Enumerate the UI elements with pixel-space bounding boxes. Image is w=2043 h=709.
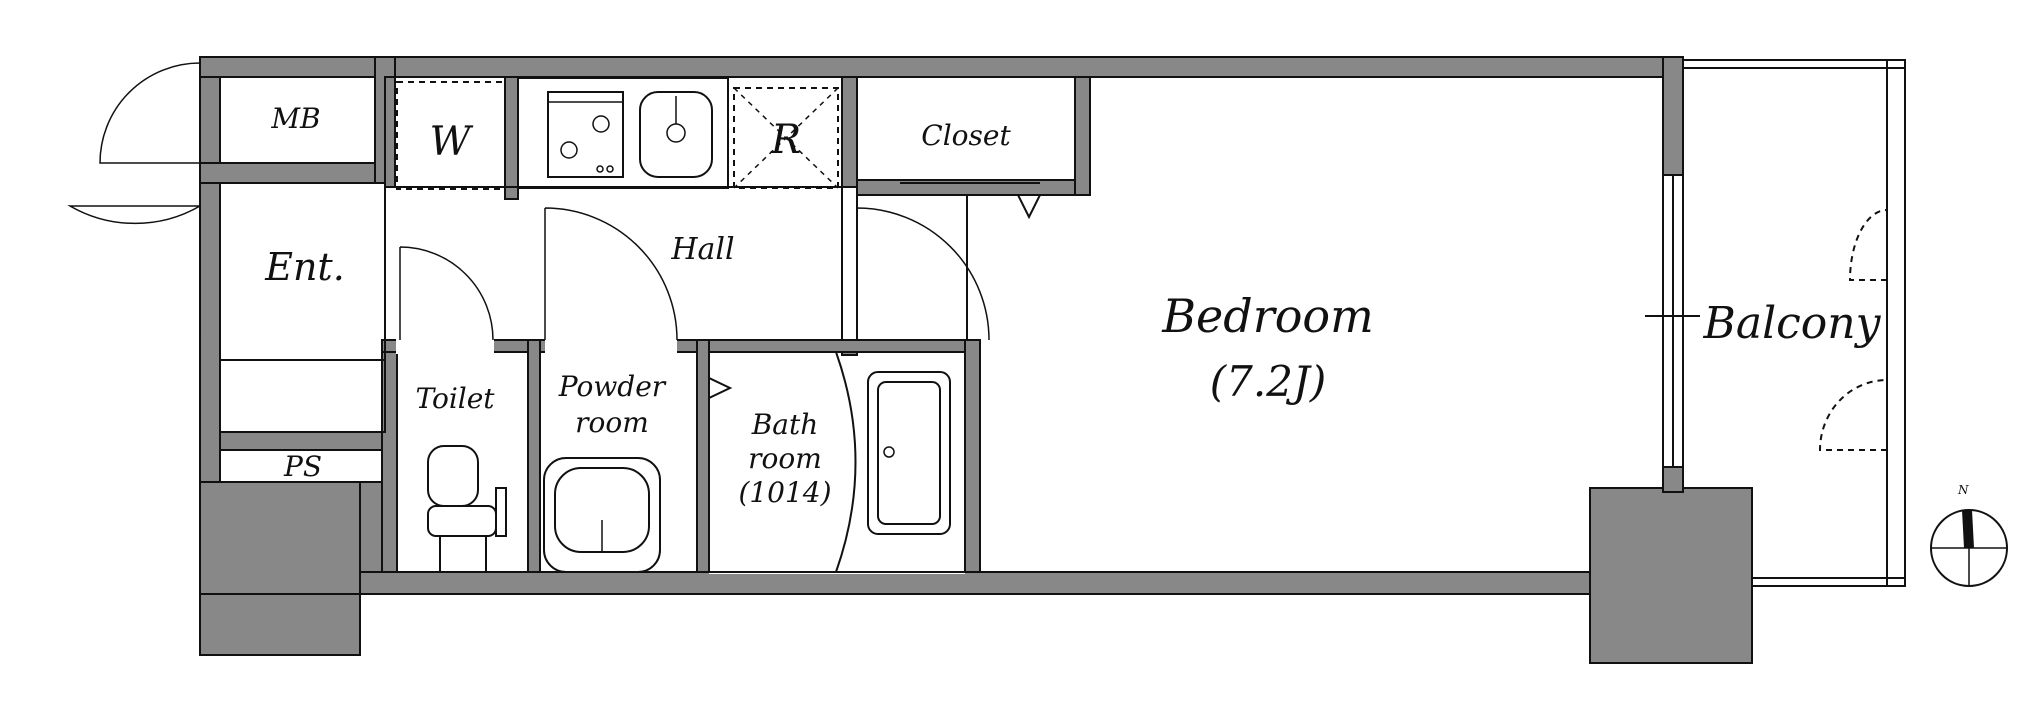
mb-door[interactable] <box>99 62 201 164</box>
ent-lower-wall <box>219 431 386 451</box>
toilet-door[interactable] <box>399 246 494 341</box>
powder-bath-wall <box>696 339 710 573</box>
ent-box <box>219 182 386 433</box>
balcony-partition-top <box>1848 209 1888 281</box>
toilet-label: Toilet <box>415 382 495 415</box>
bathtub-inner <box>877 381 941 525</box>
washer-space <box>396 81 506 190</box>
kitchen-sink <box>639 91 713 178</box>
bathtub <box>867 371 951 535</box>
compass-north-arrow-icon <box>1962 510 1974 548</box>
refrigerator-cross <box>733 87 839 189</box>
toilet-bowl <box>427 445 479 507</box>
bedroom-door-frame <box>856 194 968 341</box>
washer-left-wall <box>384 76 396 188</box>
walls <box>199 56 1753 664</box>
kitchen-bedroom-wall <box>841 76 858 188</box>
ps-label: PS <box>283 450 322 483</box>
kitchen <box>396 77 839 190</box>
entrance-door[interactable] <box>67 204 201 336</box>
refrigerator-space <box>733 87 839 189</box>
bedroom-label: Bedroom <box>1161 289 1373 343</box>
knob-icon <box>596 165 604 173</box>
compass-north-label: N <box>1957 483 1969 497</box>
bottom-wall <box>359 571 1601 595</box>
sanitary <box>427 371 951 573</box>
mb-label: MB <box>270 102 320 135</box>
labels: MB W R Closet Ent. Hall Bedroom (7.2J) B… <box>264 102 1881 509</box>
ps-block-side <box>359 481 383 573</box>
kitchen-counter <box>517 77 729 189</box>
powder-door-gap <box>545 338 677 354</box>
drain-icon <box>666 123 686 143</box>
bath-room-label-line2: room <box>748 442 822 475</box>
right-wall-lower <box>1662 466 1684 493</box>
closet-label: Closet <box>921 119 1011 152</box>
bottom-left-block <box>199 593 361 656</box>
closet-marker <box>1016 194 1042 220</box>
ps-box <box>219 449 383 483</box>
balcony-partition-bottom <box>1818 379 1888 451</box>
bath-inner <box>709 374 965 574</box>
knob-icon <box>606 165 614 173</box>
balcony-rail <box>1886 59 1906 587</box>
washer-right-wall <box>504 76 519 200</box>
toilet-powder-wall <box>527 339 541 573</box>
burner-icon <box>560 141 578 159</box>
bath-room-label-line1: Bath <box>751 408 819 441</box>
bath-room-label-line3: (1014) <box>738 476 831 509</box>
bath-bedroom-wall <box>964 339 981 573</box>
toilet-door-gap <box>396 338 494 354</box>
balcony-label: Balcony <box>1703 298 1882 349</box>
mb-top-wall <box>199 56 376 78</box>
powder-room-label-line2: room <box>575 406 649 439</box>
top-wall <box>374 56 1684 78</box>
hall-label: Hall <box>670 232 734 267</box>
bath-door-marker <box>708 376 733 400</box>
powder-room-label-line1: Powder <box>558 370 667 403</box>
stove <box>547 91 624 178</box>
burner-icon <box>592 115 610 133</box>
toilet-tank <box>439 535 487 573</box>
tub-drain-icon <box>883 446 895 458</box>
bedroom-door[interactable] <box>856 207 990 341</box>
washer-label: W <box>429 119 473 165</box>
toilet-paper <box>495 487 507 537</box>
right-column <box>1589 487 1753 664</box>
right-wall-upper <box>1662 56 1684 176</box>
bedroom-size-label: (7.2J) <box>1210 357 1326 406</box>
bath-curtain <box>835 351 857 573</box>
mb-ent-wall <box>199 162 376 184</box>
refrigerator-label: R <box>770 117 801 163</box>
doors <box>67 62 1042 400</box>
compass: N <box>1930 483 2008 587</box>
powder-vanity <box>543 457 661 573</box>
closet-right-wall <box>1074 76 1091 196</box>
closet-box <box>856 76 1076 181</box>
mb-box <box>219 76 376 164</box>
toilet-seat <box>427 505 497 537</box>
powder-door[interactable] <box>544 207 678 341</box>
entrance-label: Ent. <box>264 245 345 289</box>
